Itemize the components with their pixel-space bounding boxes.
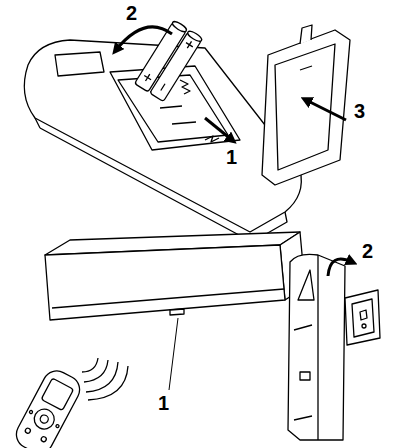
leader-line — [169, 318, 178, 390]
action-arrows — [116, 27, 346, 140]
callout-number: 2 — [362, 240, 373, 262]
callout-number: 2 — [126, 2, 137, 24]
remote-front — [12, 366, 85, 448]
signal-waves — [82, 358, 128, 400]
battery-cover — [262, 25, 350, 185]
callout-number: 1 — [158, 392, 169, 414]
callout-number: 1 — [226, 146, 237, 168]
remote-holder — [345, 290, 380, 345]
remote-back — [24, 40, 301, 242]
action-arrow — [328, 259, 352, 276]
indoor-unit — [45, 232, 305, 326]
callout-number: 3 — [354, 100, 365, 122]
remote-side — [288, 254, 345, 440]
